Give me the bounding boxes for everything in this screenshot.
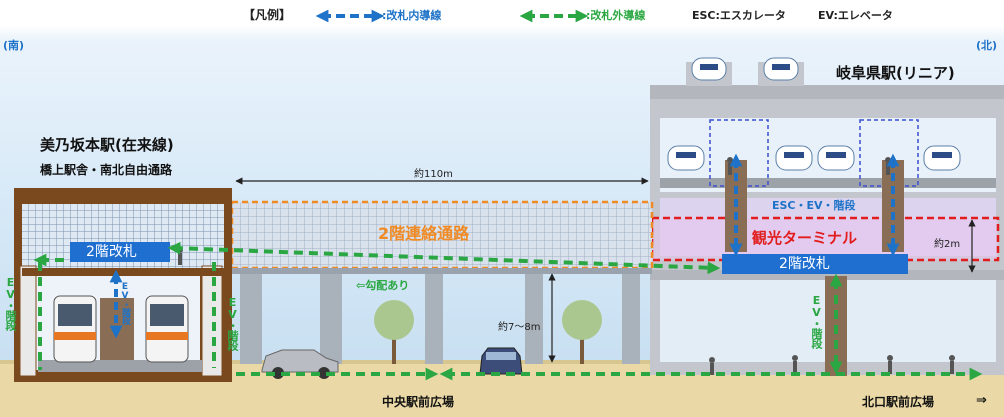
central-plaza-label: 中央駅前広場: [382, 395, 455, 409]
corridor-height: 約7～8m: [498, 322, 541, 333]
gifu-station-building: [650, 62, 1004, 376]
north-plaza-label: 北口駅前広場: [862, 395, 935, 409]
gifu-station-name: 岐阜県駅(リニア): [836, 64, 955, 82]
tree-icon: [374, 300, 602, 364]
inside-route-arrows: [109, 153, 900, 339]
legend-esc: ESC:エスカレータ: [692, 9, 786, 22]
legend-inside-label: :改札内導線: [382, 9, 442, 22]
gifu-gate-label: 2階改札: [779, 256, 830, 272]
mino-station-name: 美乃坂本駅(在来線): [40, 136, 174, 154]
legend-title: 【凡例】: [243, 8, 292, 22]
corridor-length: 約110m: [414, 169, 453, 180]
gifu-lower-ev-label: EV・階段: [810, 294, 823, 348]
north-direction-arrow-icon: ⇒: [976, 393, 987, 408]
local-train-icon: [53, 295, 189, 363]
mino-left-ev-label: EV・階段: [4, 276, 17, 330]
outside-route-arrows: [33, 241, 983, 381]
mino-station-subtitle: 橋上駅舎・南北自由通路: [40, 163, 173, 177]
car-icon: [261, 347, 523, 379]
tourist-terminal-label: 観光ターミナル: [752, 229, 858, 247]
mino-gate-label: 2階改札: [86, 244, 137, 260]
south-label: (南): [3, 39, 25, 52]
terminal-height-label: 約2m: [934, 239, 961, 250]
gifu-esc-ev-label: ESC・EV・階段: [772, 199, 856, 212]
mino-inner-ev-label: EV・階段: [120, 282, 130, 324]
legend-outside-label: :改札外導線: [586, 9, 646, 22]
corridor-slope: ⇦勾配あり: [356, 279, 410, 292]
north-label: (北): [976, 39, 998, 52]
mino-right-ev-label: EV・階段: [226, 296, 239, 350]
legend-ev: EV:エレベータ: [818, 9, 893, 22]
corridor-label: 2階連絡通路: [378, 224, 470, 243]
